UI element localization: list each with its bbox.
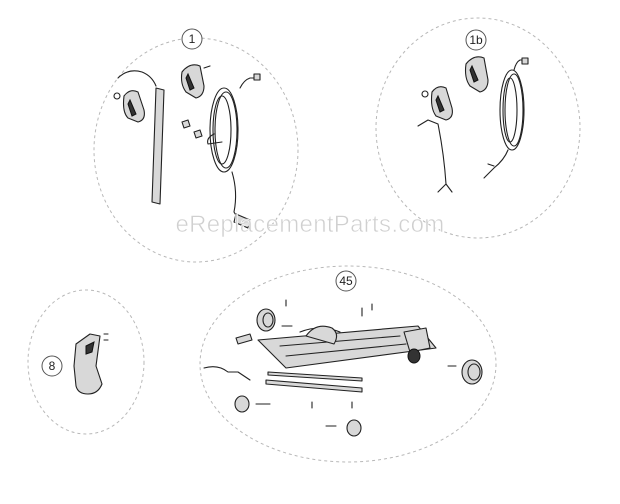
watermark-text: eReplacementParts.com — [175, 211, 444, 238]
screw-parts[interactable] — [103, 333, 109, 341]
power-cord-part[interactable] — [207, 73, 261, 229]
group-45[interactable]: 45 — [199, 265, 497, 463]
handle-tube-part[interactable] — [151, 87, 165, 205]
wire-lead-part[interactable] — [117, 70, 157, 87]
handle-left-part[interactable] — [430, 86, 453, 121]
group-45-outline — [199, 265, 497, 463]
group-8[interactable]: 8 — [27, 289, 145, 435]
rear-wheel-left-part[interactable] — [256, 308, 276, 332]
side-wheel-part[interactable] — [407, 348, 421, 364]
handle-housing-part[interactable] — [73, 333, 103, 395]
handle-housing-latch — [85, 341, 95, 355]
group-1b-badge — [465, 29, 487, 51]
group-1[interactable]: 1 — [93, 28, 299, 263]
handle-right-part[interactable] — [464, 56, 489, 93]
screw-small-part[interactable] — [113, 92, 121, 100]
side-housing-part[interactable] — [403, 327, 431, 353]
handle-left-part[interactable] — [122, 90, 145, 123]
front-wheel-right-part[interactable] — [346, 419, 362, 437]
group-1b-outline — [375, 17, 581, 239]
screw-part[interactable] — [203, 65, 211, 69]
connector-parts[interactable] — [181, 119, 203, 139]
group-1b[interactable]: 1b — [375, 17, 581, 239]
group-45-badge — [335, 270, 357, 292]
group-8-outline — [27, 289, 145, 435]
group-1-label: 1 — [189, 32, 196, 46]
handle-right-grip — [185, 72, 195, 91]
wire-part[interactable] — [203, 366, 251, 381]
group-45-label: 45 — [339, 274, 353, 288]
handle-right-part[interactable] — [180, 64, 205, 99]
handle-left-grip — [435, 94, 445, 113]
group-8-badge — [41, 355, 63, 377]
group-1-badge — [181, 28, 203, 50]
motor-part[interactable] — [305, 325, 338, 345]
handle-right-grip — [469, 64, 479, 83]
power-cord-part[interactable] — [483, 57, 529, 179]
group-8-label: 8 — [49, 359, 56, 373]
wire-harness-part[interactable] — [417, 119, 453, 193]
screw-parts[interactable] — [255, 299, 457, 427]
bumper-strip-part[interactable] — [265, 379, 363, 393]
handle-left-grip — [127, 98, 137, 117]
screw-small-part[interactable] — [421, 90, 429, 98]
clip-part[interactable] — [235, 333, 253, 345]
rear-wheel-right-part[interactable] — [461, 359, 483, 385]
front-wheel-left-part[interactable] — [234, 395, 250, 413]
group-1b-label: 1b — [469, 33, 483, 47]
group-1-outline — [93, 37, 299, 263]
brush-strip-part[interactable] — [267, 371, 363, 382]
